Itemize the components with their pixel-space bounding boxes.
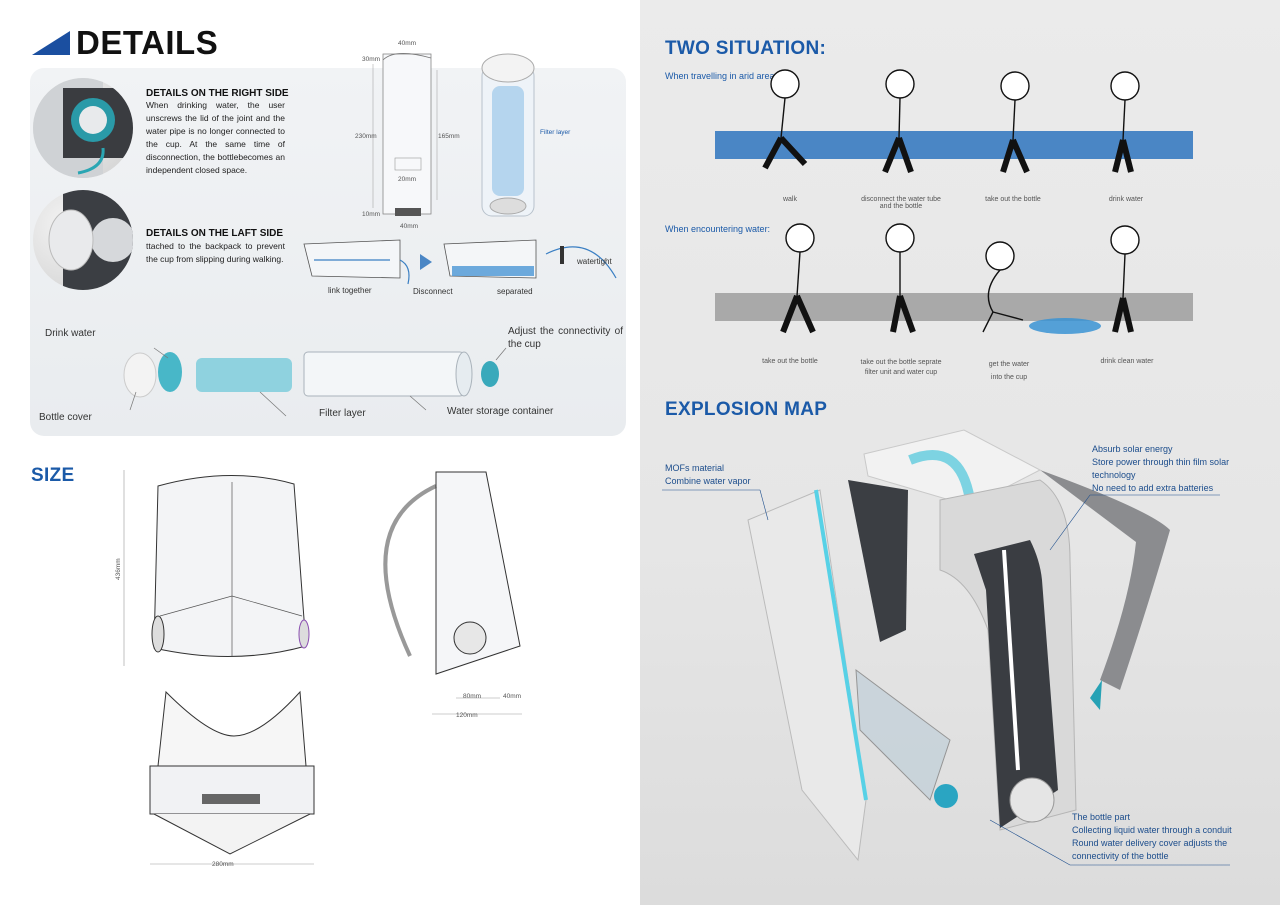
solar-note-3: technology <box>1092 470 1136 480</box>
size-width-label: 280mm <box>212 861 234 868</box>
water-step-3: get the water into the cup <box>988 361 1030 381</box>
water-storage-label: Water storage container <box>447 406 554 417</box>
bottle-note-1: The bottle part <box>1072 812 1131 822</box>
size-depth-a-label: 80mm <box>463 693 482 700</box>
bottle-dim-d3: 230mm <box>355 133 377 140</box>
size-technical-drawings <box>123 470 522 865</box>
cup-joint-icon <box>33 78 133 178</box>
bottle-dim-d6: 10mm <box>362 211 381 218</box>
details-title: DETAILS <box>76 24 219 61</box>
mofs-note-2: Combine water vapor <box>665 476 751 486</box>
flow-disconnect-label: Disconnect <box>413 287 453 296</box>
arid-step-2: disconnect the water tube and the bottle <box>861 196 941 210</box>
right-page: TWO SITUATION: When travelling in arid a… <box>640 0 1280 905</box>
size-depth-total-label: 120mm <box>456 712 478 719</box>
flow-watertight-label: watertight <box>577 257 612 266</box>
backpack-explosion-image <box>747 429 1170 862</box>
bottle-note-4: connectivity of the bottle <box>1072 851 1169 861</box>
arid-figures-image <box>762 69 1140 174</box>
bottle-dim-d7: 40mm <box>400 223 419 230</box>
left-side-detail-image <box>33 190 133 290</box>
water-step-1: take out the bottle <box>762 358 818 365</box>
drink-water-label: Drink water <box>45 328 96 339</box>
bottle-dim-d5: 20mm <box>398 176 417 183</box>
bottle-note-2: Collecting liquid water through a condui… <box>1072 825 1232 835</box>
two-situation-title: TWO SITUATION: <box>665 38 827 59</box>
explosion-map-title: EXPLOSION MAP <box>665 399 828 420</box>
flow-link-label: link together <box>328 286 372 295</box>
water-label: When encountering water: <box>665 224 771 234</box>
right-side-detail-image <box>33 78 133 178</box>
exploded-cup-image <box>123 347 507 417</box>
connection-flow-diagram <box>303 239 617 285</box>
water-step-2: take out the bottle seprate filter unit … <box>860 359 942 376</box>
left-side-heading: DETAILS ON THE LAFT SIDE <box>146 228 284 239</box>
left-page: DETAILS DETAILS ON THE RIGHT SIDE When d… <box>30 24 626 868</box>
filter-layer-label: Filter layer <box>319 408 366 419</box>
bottle-filter-layer-label: Filter layer <box>540 129 571 136</box>
size-title: SIZE <box>31 465 75 486</box>
adjust-connectivity-label: Adjust the connectivity of the cup <box>508 326 623 350</box>
bottle-dim-d2: 30mm <box>362 56 381 63</box>
right-side-heading: DETAILS ON THE RIGHT SIDE <box>146 88 289 99</box>
arid-step-1: walk <box>782 196 797 203</box>
side-clip-icon <box>48 190 133 290</box>
arid-step-3: take out the bottle <box>985 196 1041 203</box>
bottle-dim-d1: 40mm <box>398 40 417 47</box>
solar-note-1: Absurb solar energy <box>1092 444 1173 454</box>
water-figures-image <box>780 223 1140 334</box>
bottle-dimension-drawing <box>372 53 438 216</box>
right-side-text: When drinking water, the user unscrews t… <box>146 100 285 175</box>
bottle-dim-d4: 165mm <box>438 133 460 140</box>
size-depth-b-label: 40mm <box>503 693 522 700</box>
arid-step-4: drink water <box>1108 196 1144 203</box>
solar-note-2: Store power through thin film solar <box>1092 457 1230 467</box>
arid-label: When travelling in arid area: <box>665 71 778 81</box>
callout-lines <box>662 489 1230 866</box>
flow-separated-label: separated <box>497 287 533 296</box>
solar-note-4: No need to add extra batteries <box>1092 483 1214 493</box>
transparent-bottle-image <box>481 53 535 217</box>
title-triangle-icon <box>32 31 70 55</box>
left-side-text: ttached to the backpack to prevent the c… <box>146 241 285 264</box>
water-step-4: drink clean water <box>1100 358 1154 365</box>
mofs-note-1: MOFs material <box>665 463 725 473</box>
size-height-label: 436mm <box>115 558 122 580</box>
bottle-cover-label: Bottle cover <box>39 412 92 423</box>
bottle-note-3: Round water delivery cover adjusts the <box>1072 838 1228 848</box>
